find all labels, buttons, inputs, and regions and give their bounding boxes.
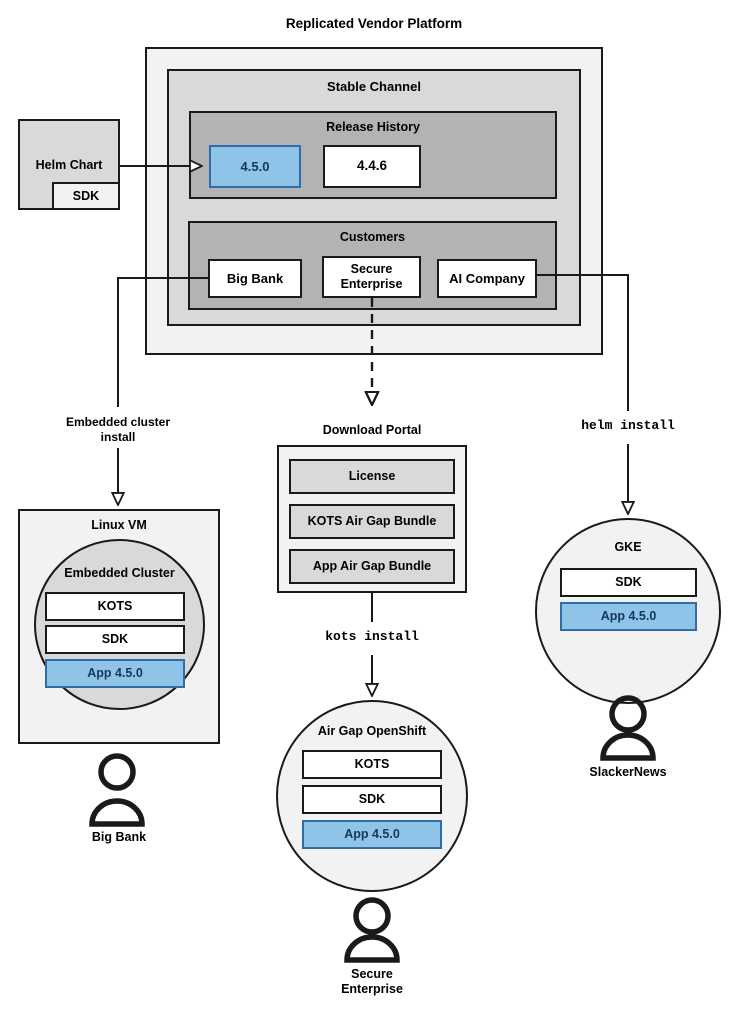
gke-customer-label: SlackerNews: [589, 765, 667, 779]
connector-label-embedded-cluster-install: Embedded cluster install: [65, 415, 171, 444]
linux-vm-title: Linux VM: [91, 518, 147, 532]
customer-card-ai-company[interactable]: AI Company: [437, 259, 537, 298]
customer-card-secure-enterprise[interactable]: Secure Enterprise: [322, 256, 421, 298]
embedded-cluster-title: Embedded Cluster: [64, 566, 175, 580]
linux-vm-component-kots[interactable]: KOTS: [45, 592, 185, 621]
linux-vm-component-sdk[interactable]: SDK: [45, 625, 185, 654]
linux-vm-component-app[interactable]: App 4.5.0: [45, 659, 185, 688]
download-artifact-license[interactable]: License: [289, 459, 455, 494]
connector-label-helm-install: helm install: [581, 418, 675, 433]
download-artifact-kots-air-gap-bundle[interactable]: KOTS Air Gap Bundle: [289, 504, 455, 539]
stable-channel-title: Stable Channel: [327, 79, 421, 94]
air-gap-openshift-title: Air Gap OpenShift: [317, 724, 427, 738]
gke-component-sdk[interactable]: SDK: [560, 568, 697, 597]
air-gap-openshift-component-kots[interactable]: KOTS: [302, 750, 442, 779]
download-portal-title: Download Portal: [322, 423, 422, 437]
gke-title: GKE: [614, 540, 642, 554]
avatar-secure-enterprise: [344, 897, 400, 963]
download-artifact-app-air-gap-bundle[interactable]: App Air Gap Bundle: [289, 549, 455, 584]
customer-card-big-bank[interactable]: Big Bank: [208, 259, 302, 298]
avatar-slackernews: [600, 695, 656, 761]
connector-label-kots-install: kots install: [325, 629, 419, 644]
air-gap-openshift-customer-label: Secure Enterprise: [341, 967, 403, 997]
release-card-4-4-6[interactable]: 4.4.6: [323, 145, 421, 188]
release-card-4-5-0[interactable]: 4.5.0: [209, 145, 301, 188]
air-gap-openshift-component-sdk[interactable]: SDK: [302, 785, 442, 814]
customers-title: Customers: [339, 230, 406, 244]
helm-chart-title: Helm Chart: [35, 158, 103, 172]
avatar-big-bank: [89, 753, 145, 827]
air-gap-openshift-component-app[interactable]: App 4.5.0: [302, 820, 442, 849]
page-title: Replicated Vendor Platform: [285, 16, 463, 31]
gke-component-app[interactable]: App 4.5.0: [560, 602, 697, 631]
linux-vm-customer-label: Big Bank: [91, 830, 147, 844]
helm-chart-sdk-box[interactable]: SDK: [52, 182, 120, 210]
release-history-title: Release History: [326, 120, 420, 134]
